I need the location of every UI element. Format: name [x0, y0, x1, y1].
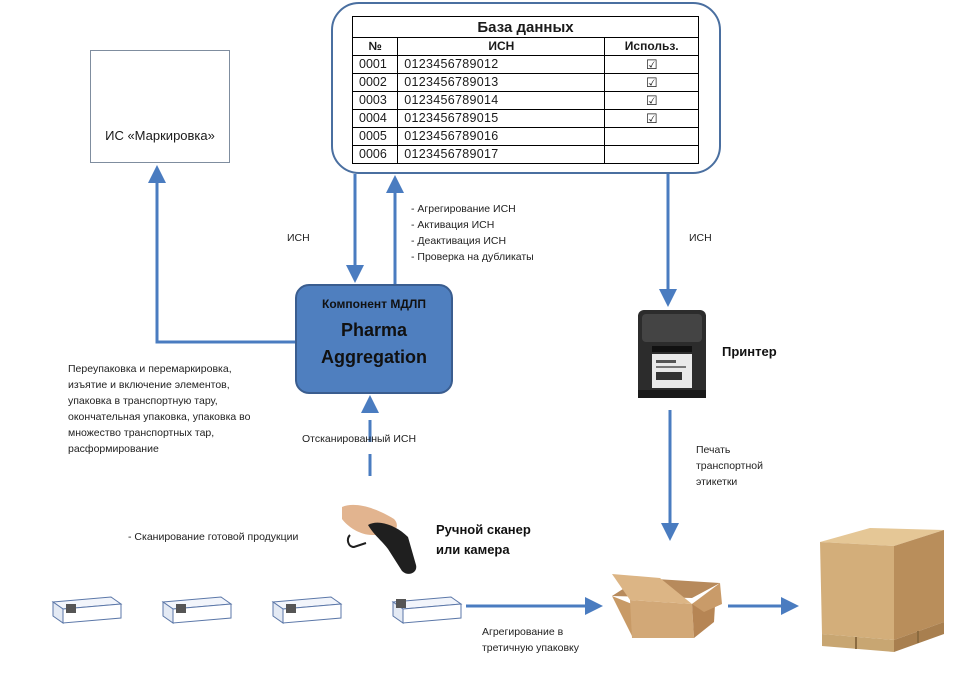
scanned-isn-label: Отсканированный ИСН — [302, 433, 417, 445]
cell-num: 0002 — [351, 73, 399, 92]
checkbox-icon: ☑ — [604, 55, 699, 74]
print-label-line: этикетки — [696, 476, 738, 488]
pallet-box-icon — [820, 528, 944, 652]
database-title: База данных — [352, 16, 699, 38]
printer-icon — [638, 310, 706, 398]
checkbox-icon: ☑ — [604, 109, 699, 128]
checkbox-icon: ☑ — [604, 73, 699, 92]
handheld-scanner-icon — [342, 504, 417, 574]
cell-isn: 0123456789016 — [397, 127, 606, 146]
db-operation-item: - Деактивация ИСН — [411, 235, 507, 247]
repacking-operations-text: Переупаковка и перемаркировка, изъятие и… — [68, 361, 250, 457]
cell-used — [604, 127, 699, 146]
scanning-label: - Сканирование готовой продукции — [128, 531, 299, 543]
scanner-label-line: Ручной сканер — [436, 522, 531, 537]
db-operations-list: - Агрегирование ИСН - Активация ИСН - Де… — [411, 201, 534, 265]
marking-system-label: ИС «Маркировка» — [105, 128, 215, 143]
aggregation-line: Агрегирование в — [482, 626, 564, 638]
checkbox-icon: ☑ — [604, 91, 699, 110]
mdlp-title-line2: Aggregation — [321, 347, 427, 367]
printer-label: Принтер — [722, 344, 777, 359]
marking-system-box: ИС «Маркировка» — [90, 50, 230, 163]
cell-isn: 0123456789013 — [397, 73, 606, 92]
table-row: 0003 0123456789014 ☑ — [351, 91, 699, 110]
product-pack-4 — [391, 596, 463, 624]
repacking-line: Переупаковка и перемаркировка, — [68, 363, 232, 375]
col-header-num: № — [351, 37, 399, 56]
product-pack-3 — [271, 596, 343, 624]
arrow-mdlp-to-marking — [148, 165, 295, 344]
cell-isn: 0123456789015 — [397, 109, 606, 128]
table-row: 0002 0123456789013 ☑ — [351, 73, 699, 92]
table-row: 0005 0123456789016 — [351, 127, 699, 146]
cell-isn: 0123456789017 — [397, 145, 606, 164]
cell-num: 0005 — [351, 127, 399, 146]
isn-label-right: ИСН — [689, 232, 712, 244]
repacking-line: расформирование — [68, 443, 159, 455]
scanner-label-line: или камера — [436, 542, 510, 557]
aggregation-label: Агрегирование в третичную упаковку — [482, 624, 579, 656]
repacking-line: множество транспортных тар, — [68, 427, 215, 439]
repacking-line: изъятие и включение элементов, — [68, 379, 230, 391]
cell-num: 0006 — [351, 145, 399, 164]
repacking-line: окончательная упаковка, упаковка во — [68, 411, 251, 423]
repacking-line: упаковка в транспортную тару, — [68, 395, 218, 407]
col-header-isn: ИСН — [397, 37, 606, 56]
mdlp-subtitle: Компонент МДЛП — [322, 297, 426, 311]
product-pack-2 — [161, 596, 233, 624]
table-row: 0004 0123456789015 ☑ — [351, 109, 699, 128]
db-operation-item: - Агрегирование ИСН — [411, 203, 516, 215]
table-row: 0001 0123456789012 ☑ — [351, 55, 699, 74]
col-header-used: Использ. — [604, 37, 699, 56]
print-label-line: Печать — [696, 444, 731, 456]
table-row: 0006 0123456789017 — [351, 145, 699, 164]
cell-isn: 0123456789012 — [397, 55, 606, 74]
cell-num: 0004 — [351, 109, 399, 128]
cell-num: 0003 — [351, 91, 399, 110]
print-label-text: Печать транспортной этикетки — [696, 442, 763, 490]
mdlp-component: Компонент МДЛП Pharma Aggregation — [295, 284, 453, 394]
scanner-label: Ручной сканер или камера — [436, 520, 531, 560]
mdlp-title-line1: Pharma — [340, 320, 408, 340]
print-label-line: транспортной — [696, 460, 763, 472]
cardboard-box-icon — [612, 574, 722, 638]
db-operation-item: - Активация ИСН — [411, 219, 495, 231]
cell-num: 0001 — [351, 55, 399, 74]
db-operation-item: - Проверка на дубликаты — [411, 251, 534, 263]
cell-isn: 0123456789014 — [397, 91, 606, 110]
isn-label-left: ИСН — [287, 232, 310, 244]
database-table: База данных № ИСН Использ. 0001 01234567… — [351, 16, 699, 164]
cell-used — [604, 145, 699, 164]
aggregation-line: третичную упаковку — [482, 642, 579, 654]
product-pack-1 — [51, 596, 123, 624]
